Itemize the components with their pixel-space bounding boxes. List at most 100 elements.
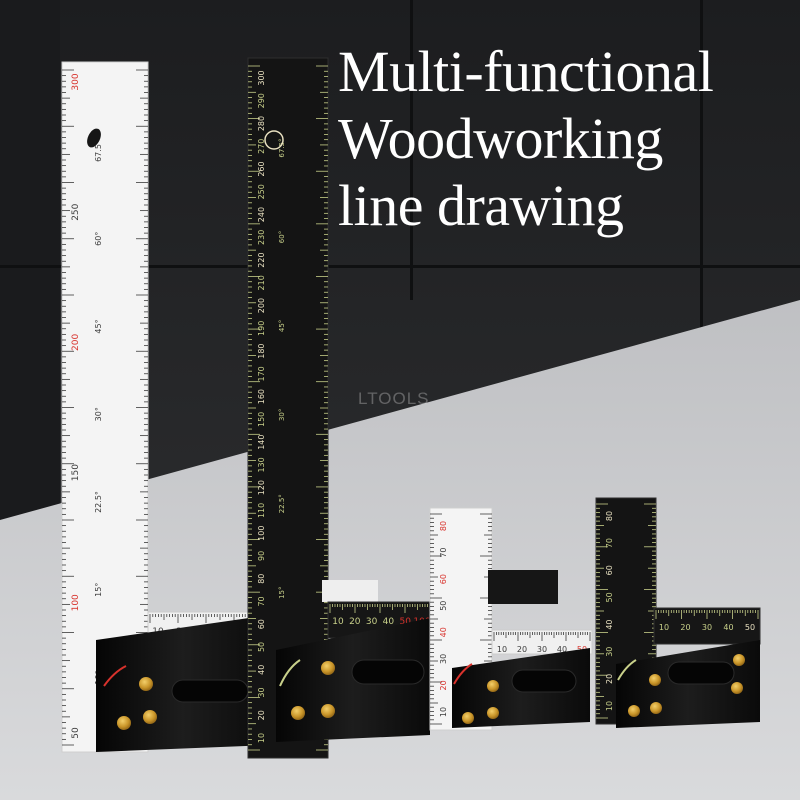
blade-ticks: 3002902802702602502402302202102001901801… bbox=[248, 65, 328, 751]
scale-label: 10 bbox=[659, 623, 669, 632]
scale-label: 50 bbox=[439, 601, 448, 611]
hanging-hole bbox=[87, 128, 101, 148]
brass-screw bbox=[733, 654, 745, 666]
scale-label: 100 bbox=[71, 594, 81, 611]
scale-label: 60 bbox=[605, 565, 614, 575]
scale-label: 30 bbox=[257, 687, 266, 697]
brass-screw bbox=[487, 680, 499, 692]
scale-label: 140 bbox=[257, 434, 266, 449]
scale-label: 30 bbox=[366, 617, 378, 627]
headline-line-1: Multi-functional bbox=[338, 39, 714, 104]
angle-label: 45° bbox=[94, 319, 103, 333]
wall-seam-horizontal bbox=[0, 265, 800, 268]
scale-label: 70 bbox=[257, 596, 266, 606]
scale-label: 10 bbox=[605, 701, 614, 711]
brass-screw bbox=[628, 705, 640, 717]
scale-label: 20 bbox=[605, 674, 614, 684]
scale-label: 30 bbox=[439, 654, 448, 664]
scale-label: 20 bbox=[439, 680, 448, 690]
brass-screw bbox=[650, 702, 662, 714]
headline-line-2: Woodworking bbox=[338, 106, 663, 171]
scale-label: 50 bbox=[71, 727, 81, 739]
scale-label: 180 bbox=[257, 343, 266, 358]
scale-label: 260 bbox=[257, 161, 266, 176]
scale-label: 80 bbox=[439, 521, 448, 531]
scale-label: 250 bbox=[257, 184, 266, 199]
scale-label: 20 bbox=[257, 710, 266, 720]
angle-arc-45 bbox=[453, 663, 473, 685]
scale-label: 100 bbox=[257, 526, 266, 541]
scale-label: 150 bbox=[257, 412, 266, 427]
scale-label: 170 bbox=[257, 366, 266, 381]
scale-label: 30 bbox=[702, 623, 712, 632]
wall-seam-vertical-1 bbox=[410, 0, 413, 300]
wall-seam-vertical-2 bbox=[700, 0, 703, 520]
angle-arc-45 bbox=[103, 665, 127, 687]
scale-label: 200 bbox=[71, 334, 81, 351]
angle-label: 60° bbox=[94, 232, 103, 246]
brass-screw bbox=[462, 712, 474, 724]
scale-label: 300 bbox=[71, 73, 81, 90]
scale-label: 40 bbox=[557, 645, 567, 654]
scale-label: 40 bbox=[723, 623, 733, 632]
brass-screw bbox=[731, 682, 743, 694]
scale-label: 50 bbox=[257, 642, 266, 652]
brass-screw bbox=[143, 710, 157, 724]
scale-label: 300 bbox=[257, 70, 266, 85]
scale-label: 240 bbox=[257, 207, 266, 222]
brass-screw bbox=[487, 707, 499, 719]
scale-label: 80 bbox=[605, 511, 614, 521]
base-slot bbox=[171, 679, 249, 703]
scale-label: 120 bbox=[257, 480, 266, 495]
ruler-large-black: 3002902802702602502402302202102001901801… bbox=[247, 57, 433, 759]
scale-label: 130 bbox=[257, 457, 266, 472]
headline: Multi-functional Woodworking line drawin… bbox=[338, 38, 714, 239]
angle-label: 30° bbox=[94, 407, 103, 421]
angle-label: 15° bbox=[278, 586, 286, 598]
scale-label: 40 bbox=[605, 619, 614, 629]
scale-label: 30 bbox=[605, 647, 614, 657]
scale-label: 20 bbox=[349, 617, 361, 627]
scale-label: 30 bbox=[537, 645, 547, 654]
angle-label: 67.5° bbox=[94, 140, 103, 162]
scale-label: 10 bbox=[332, 617, 344, 627]
scale-label: 60 bbox=[257, 619, 266, 629]
scale-label: 270 bbox=[257, 139, 266, 154]
brand-watermark: LTOOLS bbox=[358, 389, 430, 408]
scale-label: 200 bbox=[257, 298, 266, 313]
scale-label: 50 bbox=[745, 623, 755, 632]
base-extension-white bbox=[322, 580, 378, 602]
scale-label: 50 bbox=[399, 617, 411, 627]
angle-label: 30° bbox=[278, 409, 286, 421]
brass-screw bbox=[139, 677, 153, 691]
angle-arc-45 bbox=[279, 659, 301, 687]
base-slot bbox=[351, 659, 425, 685]
scale-label: 20 bbox=[517, 645, 527, 654]
angle-label: 45° bbox=[278, 320, 286, 332]
scale-label: 90 bbox=[257, 551, 266, 561]
scale-label: 10 bbox=[497, 645, 507, 654]
scale-label: 190 bbox=[257, 321, 266, 336]
angle-label: 60° bbox=[278, 231, 286, 243]
angle-label: 67.5° bbox=[278, 139, 286, 158]
scale-label: 280 bbox=[257, 116, 266, 131]
scale-label: 250 bbox=[71, 203, 81, 220]
wall-panel-shadow bbox=[0, 0, 60, 540]
scale-label: 70 bbox=[605, 538, 614, 548]
base-slot bbox=[511, 669, 577, 693]
scale-label: 40 bbox=[439, 627, 448, 637]
scale-label: 40 bbox=[383, 617, 395, 627]
brass-screw bbox=[321, 704, 335, 718]
scale-label: 210 bbox=[257, 275, 266, 290]
base-block bbox=[276, 618, 430, 742]
ruler-large-white: 300 250 200 150 100 50 67.5° 60° 45° 30° 22.5° 15° 1… bbox=[61, 61, 270, 753]
scale-label: 160 bbox=[257, 389, 266, 404]
scale-label: 150 bbox=[71, 464, 81, 481]
scale-label: 50 bbox=[605, 592, 614, 602]
angle-label: 15° bbox=[94, 583, 103, 597]
scale-label: 20 bbox=[680, 623, 690, 632]
angle-label: 22.5° bbox=[94, 491, 103, 513]
